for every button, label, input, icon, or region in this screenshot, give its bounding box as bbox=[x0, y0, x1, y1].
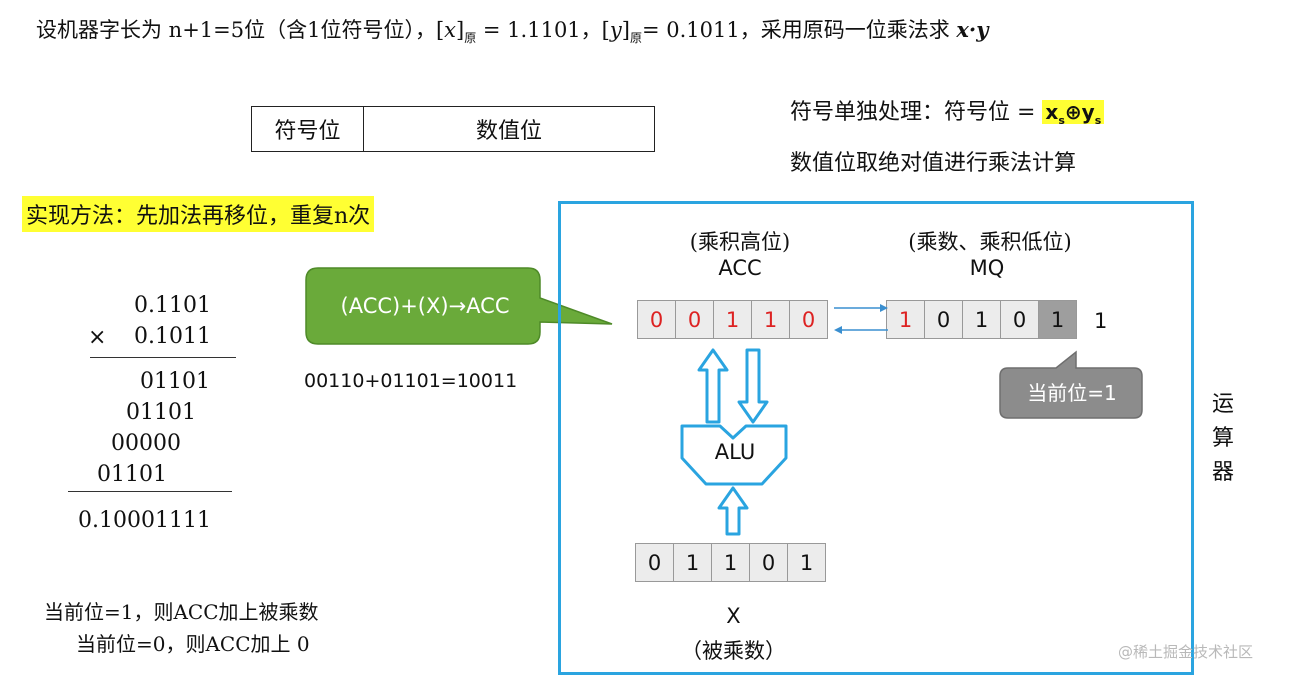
method-statement: 实现方法：先加法再移位，重复n次 bbox=[22, 196, 375, 232]
mq-bit: 1 bbox=[886, 300, 925, 339]
partial-product-2: 01101 bbox=[126, 400, 196, 425]
times-sign: × bbox=[88, 325, 107, 350]
mq-name: MQ bbox=[969, 256, 1005, 280]
final-product: 0.10001111 bbox=[78, 508, 211, 533]
sign-bit-cell: 符号位 bbox=[252, 107, 364, 151]
partial-product-3: 00000 bbox=[111, 431, 181, 456]
current-bit-callout bbox=[999, 350, 1143, 419]
calc-divider-1 bbox=[90, 357, 236, 359]
bit-format-box: 符号位 数值位 bbox=[251, 106, 655, 152]
mq-title: (乘数、乘积低位) bbox=[908, 230, 1072, 254]
watermark: @稀土掘金技术社区 bbox=[1118, 643, 1254, 661]
mq-bit: 0 bbox=[924, 300, 963, 339]
alu-shape bbox=[680, 424, 788, 486]
multiplicand: 0.1101 bbox=[134, 293, 211, 318]
value-bits-cell: 数值位 bbox=[475, 119, 542, 144]
arithmetic-unit-label: 运 算 器 bbox=[1211, 392, 1234, 485]
x-bit: 1 bbox=[711, 543, 750, 582]
partial-product-1: 01101 bbox=[140, 369, 210, 394]
datapath-arrows bbox=[697, 348, 769, 536]
acc-title: (乘积高位) bbox=[689, 230, 791, 254]
sum-equation: 00110+01101=10011 bbox=[304, 370, 518, 392]
shifted-out-bit: 1 bbox=[1094, 309, 1108, 333]
x-bit: 1 bbox=[787, 543, 826, 582]
x-register-name: X bbox=[726, 604, 741, 628]
alu-label: ALU bbox=[714, 440, 756, 464]
operation-bubble bbox=[305, 267, 613, 345]
multiplier: 0.1011 bbox=[134, 324, 211, 349]
partial-product-4: 01101 bbox=[97, 462, 167, 487]
acc-bit: 1 bbox=[751, 300, 790, 339]
acc-bit: 0 bbox=[789, 300, 828, 339]
calc-divider-2 bbox=[68, 491, 232, 493]
rule-bit-one: 当前位=1，则ACC加上被乘数 bbox=[44, 600, 319, 624]
sign-formula: xs⊕ys bbox=[1042, 100, 1105, 127]
x-register-desc: （被乘数） bbox=[681, 639, 786, 663]
sign-rule: 符号单独处理：符号位 = xs⊕ys bbox=[790, 94, 1105, 127]
operation-bubble-text: (ACC)+(X)→ACC bbox=[340, 294, 510, 318]
mq-bit: 0 bbox=[1000, 300, 1039, 339]
rule-bit-zero: 当前位=0，则ACC加上 0 bbox=[76, 632, 310, 656]
arithmetic-unit-frame bbox=[558, 201, 1194, 675]
current-bit-text: 当前位=1 bbox=[1027, 381, 1117, 405]
mq-bit: 1 bbox=[962, 300, 1001, 339]
mq-register: 1 0 1 0 1 bbox=[886, 300, 1077, 339]
acc-bit: 0 bbox=[637, 300, 676, 339]
x-bit: 0 bbox=[635, 543, 674, 582]
acc-bit: 0 bbox=[675, 300, 714, 339]
acc-register: 0 0 1 1 0 bbox=[637, 300, 828, 339]
acc-name: ACC bbox=[718, 256, 762, 280]
x-register: 0 1 1 0 1 bbox=[635, 543, 826, 582]
acc-bit: 1 bbox=[713, 300, 752, 339]
mq-current-bit: 1 bbox=[1038, 300, 1077, 339]
acc-mq-shift-arrows bbox=[834, 304, 888, 334]
x-bit: 1 bbox=[673, 543, 712, 582]
x-bit: 0 bbox=[749, 543, 788, 582]
problem-statement: 设机器字长为 n+1=5位（含1位符号位），[x]原 = 1.1101，[y]原… bbox=[36, 17, 989, 46]
abs-value-rule: 数值位取绝对值进行乘法计算 bbox=[790, 151, 1077, 176]
